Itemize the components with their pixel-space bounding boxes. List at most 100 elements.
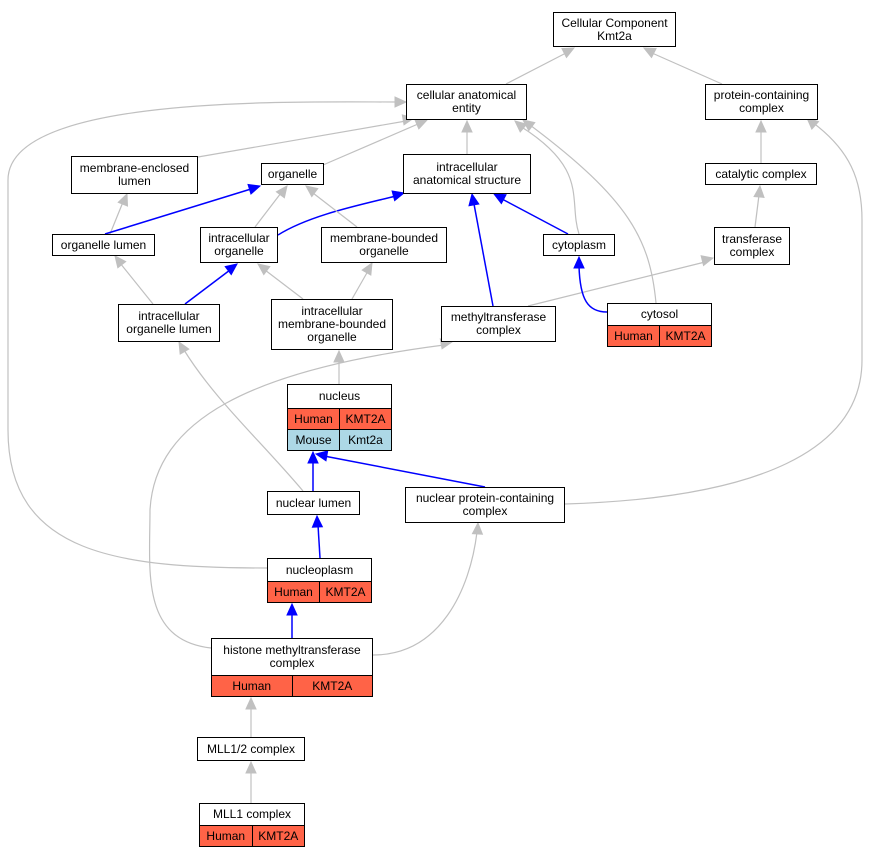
edge-intracellular-membrane-bounded-organelle-to-membrane-bounded-organelle-arrowhead [361, 261, 373, 276]
node-nuclear-lumen[interactable]: nuclear lumen [267, 491, 360, 515]
node-transferase-complex[interactable]: transferase complex [714, 227, 790, 265]
edge-cytosol-to-cytoplasm [578, 265, 608, 313]
edge-intracellular-membrane-bounded-organelle-to-membrane-bounded-organelle [351, 270, 369, 300]
node-catalytic-complex[interactable]: catalytic complex [705, 163, 817, 185]
node-label: histone methyltransferase complex [223, 643, 361, 670]
edge-organelle-lumen-to-membrane-enclosed-lumen-arrowhead [117, 192, 129, 207]
edge-membrane-bounded-organelle-to-organelle [312, 192, 358, 228]
edge-intracellular-organelle-lumen-to-intracellular-organelle [184, 269, 231, 305]
edge-intracellular-organelle-to-intracellular-anatomical-structure [277, 195, 397, 236]
edge-cytosol-to-cytoplasm-arrowhead [573, 255, 585, 269]
edge-cellular-anatomical-entity-to-cellular-component [505, 52, 567, 85]
gene-cell: KMT2A [291, 676, 373, 696]
edge-nuclear-lumen-to-intracellular-organelle-lumen [183, 349, 304, 492]
node-label: membrane-bounded organelle [329, 231, 439, 258]
node-label: MLL1/2 complex [206, 741, 296, 756]
node-label: MLL1 complex [212, 807, 292, 821]
annotation-row-human: Human KMT2A [288, 408, 391, 429]
gene-cell: KMT2A [659, 326, 711, 346]
node-label: nuclear protein-containing complex [415, 491, 555, 518]
edge-transferase-complex-to-catalytic-complex-arrowhead [753, 184, 765, 198]
node-intracellular-organelle-lumen[interactable]: intracellular organelle lumen [118, 304, 220, 342]
annotation-row-human: Human KMT2A [608, 325, 711, 346]
gene-cell: KMT2A [319, 582, 371, 602]
species-cell: Human [274, 584, 313, 599]
edge-nucleoplasm-to-nuclear-lumen-arrowhead [311, 514, 324, 528]
node-organelle-lumen[interactable]: organelle lumen [52, 234, 155, 256]
edge-methyltransferase-complex-to-transferase-complex-arrowhead [700, 255, 715, 267]
node-label: intracellular membrane-bounded organelle [277, 304, 387, 344]
edge-protein-containing-complex-to-cellular-component-arrowhead [642, 47, 657, 59]
edge-organelle-lumen-to-organelle-arrowhead [247, 183, 262, 195]
node-methyltransferase-complex[interactable]: methyltransferase complex [441, 306, 556, 342]
node-label: nucleoplasm [285, 562, 354, 577]
node-cytoplasm[interactable]: cytoplasm [543, 234, 615, 256]
species-cell: Mouse [295, 432, 332, 447]
node-membrane-enclosed-lumen[interactable]: membrane-enclosed lumen [71, 156, 198, 194]
node-label: Cellular Component Kmt2a [561, 15, 668, 43]
node-label: catalytic complex [715, 166, 807, 181]
species-cell: Human [206, 828, 246, 843]
edge-intracellular-organelle-to-organelle [254, 192, 282, 228]
edge-histone-methyltransferase-complex-to-methyltransferase-complex [148, 344, 445, 649]
species-cell: Human [294, 411, 333, 426]
node-label: protein-containing complex [713, 88, 810, 115]
edge-intracellular-membrane-bounded-organelle-to-intracellular-organelle-arrowhead [257, 263, 271, 276]
edge-organelle-to-cellular-anatomical-entity [322, 123, 419, 166]
annotation-row-human: Human KMT2A [268, 581, 371, 602]
edge-nuclear-protein-containing-complex-to-nucleus [323, 455, 486, 488]
edge-cytosol-to-cellular-anatomical-entity-arrowhead [522, 119, 536, 132]
edge-methyltransferase-complex-to-intracellular-anatomical-structure-arrowhead [468, 192, 480, 207]
gene-cell: KMT2A [339, 409, 391, 429]
edge-intracellular-membrane-bounded-organelle-to-intracellular-organelle [264, 269, 304, 300]
edge-intracellular-organelle-lumen-to-organelle-lumen [119, 262, 154, 305]
edge-nucleoplasm-to-cellular-anatomical-entity-arrowhead [394, 96, 408, 108]
node-intracellular-membrane-bounded-organelle[interactable]: intracellular membrane-bounded organelle [271, 299, 393, 350]
edge-nuclear-protein-containing-complex-to-protein-containing-complex [564, 121, 863, 505]
edge-transferase-complex-to-catalytic-complex [754, 194, 760, 228]
node-label: organelle [267, 166, 318, 181]
node-label: cellular anatomical entity [416, 88, 517, 115]
edge-intracellular-anatomical-structure-to-cellular-anatomical-entity-arrowhead [461, 119, 473, 133]
edge-cytoplasm-to-intracellular-anatomical-structure [501, 198, 569, 235]
node-label: cytoplasm [551, 237, 607, 252]
edge-mll1-complex-to-mll12-complex-arrowhead [245, 760, 257, 774]
node-protein-containing-complex[interactable]: protein-containing complex [705, 84, 818, 120]
edge-protein-containing-complex-to-cellular-component [651, 52, 723, 85]
edge-membrane-bounded-organelle-to-organelle-arrowhead [305, 185, 319, 198]
node-mll12-complex[interactable]: MLL1/2 complex [197, 737, 305, 761]
edge-methyltransferase-complex-to-intracellular-anatomical-structure [473, 203, 494, 307]
edge-membrane-enclosed-lumen-to-cellular-anatomical-entity [197, 120, 407, 158]
node-cellular-component[interactable]: Cellular Component Kmt2a [553, 12, 676, 47]
edge-histone-methyltransferase-complex-to-nucleoplasm-arrowhead [286, 602, 298, 616]
node-label: nucleus [318, 389, 361, 403]
edge-organelle-lumen-to-membrane-enclosed-lumen [109, 201, 124, 235]
node-label: cytosol [640, 307, 679, 321]
node-membrane-bounded-organelle[interactable]: membrane-bounded organelle [321, 227, 447, 263]
edge-methyltransferase-complex-to-transferase-complex [527, 261, 706, 307]
node-organelle[interactable]: organelle [261, 163, 324, 185]
edge-nucleoplasm-to-cellular-anatomical-entity [7, 101, 399, 569]
node-intracellular-anatomical-structure[interactable]: intracellular anatomical structure [403, 154, 531, 194]
node-label: membrane-enclosed lumen [79, 161, 190, 188]
node-nuclear-protein-containing-complex[interactable]: nuclear protein-containing complex [405, 487, 565, 523]
edge-nuclear-lumen-to-nucleus-arrowhead [307, 450, 319, 464]
edge-histone-methyltransferase-complex-to-nuclear-protein-containing-complex-arrowhead [471, 521, 484, 535]
node-label: intracellular anatomical structure [412, 160, 522, 187]
edge-cytoplasm-to-cellular-anatomical-entity-arrowhead [514, 120, 528, 133]
node-intracellular-organelle[interactable]: intracellular organelle [200, 227, 278, 263]
node-label: organelle lumen [60, 237, 147, 252]
node-label: intracellular organelle [208, 231, 270, 258]
node-label: methyltransferase complex [450, 310, 547, 337]
species-cell: Human [614, 328, 653, 343]
node-cellular-anatomical-entity[interactable]: cellular anatomical entity [406, 84, 527, 120]
